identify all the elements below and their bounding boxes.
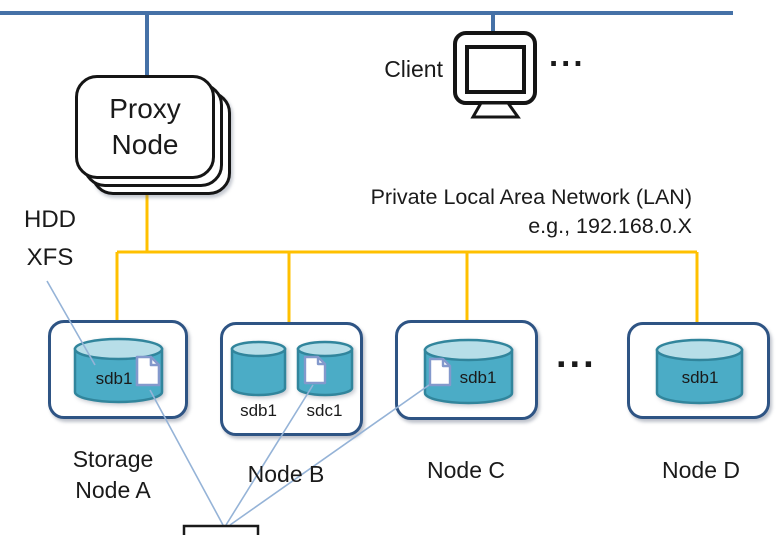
lan-caption: Private Local Area Network (LAN) e.g., 1… bbox=[292, 183, 692, 241]
disk-label-a-sdb1: sdb1 bbox=[95, 369, 133, 388]
client-label: Client bbox=[384, 56, 443, 82]
node-b-label: Node B bbox=[247, 461, 325, 487]
disk-cylinder-b-sdb1 bbox=[230, 340, 287, 397]
disk-label-b-sdb1: sdb1 bbox=[240, 401, 277, 420]
disk-label-b-sdc1: sdc1 bbox=[306, 401, 343, 420]
storage-node-a-label: Storage Node A bbox=[40, 444, 186, 506]
detail-box bbox=[182, 524, 260, 535]
node-b-file-callout-line bbox=[225, 384, 314, 526]
file-icon-node-b bbox=[303, 355, 327, 385]
xfs-callout-line bbox=[46, 280, 96, 366]
monitor-icon bbox=[453, 31, 537, 119]
lan-caption-line2: e.g., 192.168.0.X bbox=[528, 214, 692, 238]
client-ellipsis: ... bbox=[549, 36, 586, 73]
lan-caption-line1: Private Local Area Network (LAN) bbox=[370, 185, 692, 209]
node-d-label: Node D bbox=[662, 457, 740, 483]
node-a-file-callout-line bbox=[149, 389, 224, 526]
file-icon-node-a bbox=[135, 355, 161, 387]
client-network-line bbox=[0, 11, 733, 76]
disk-cylinder-d-sdb1 bbox=[655, 338, 744, 405]
proxy-node-label-line2: Node bbox=[111, 129, 179, 160]
storage-node-a-label-line1: Storage bbox=[72, 446, 154, 472]
nodes-ellipsis: ... bbox=[556, 334, 597, 376]
node-c-file-callout-line bbox=[229, 382, 433, 526]
proxy-node-box: Proxy Node bbox=[75, 75, 215, 179]
xfs-label: XFS bbox=[26, 244, 74, 271]
storage-node-a-label-line2: Node A bbox=[75, 477, 151, 503]
annotation-lines bbox=[46, 280, 433, 526]
node-c-label: Node C bbox=[427, 457, 505, 483]
hdd-label: HDD bbox=[24, 206, 76, 233]
proxy-node-label-line1: Proxy bbox=[109, 93, 181, 124]
disk-label-c-sdb1: sdb1 bbox=[459, 368, 497, 387]
file-icon-node-c bbox=[428, 357, 452, 387]
disk-label-d-sdb1: sdb1 bbox=[681, 368, 719, 387]
